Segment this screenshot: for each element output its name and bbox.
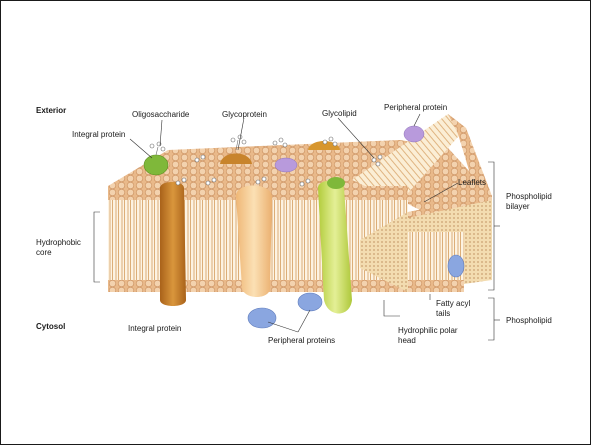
peripheral-protein-blue-2	[298, 293, 322, 311]
peripheral-protein-blue-1	[248, 308, 276, 328]
exterior-label: Exterior	[36, 106, 66, 115]
integral-protein-top-label: Integral protein	[72, 130, 125, 139]
peripheral-protein-top-purple	[275, 158, 297, 172]
hydrophobic-core-label-2: core	[36, 248, 52, 257]
integral-protein-cap	[144, 155, 168, 175]
oligosaccharide-label: Oligosaccharide	[132, 110, 189, 119]
phospholipid-label: Phospholipid	[506, 316, 552, 325]
glycoprotein-label: Glycoprotein	[222, 110, 267, 119]
peripheral-protein-label: Peripheral protein	[384, 103, 447, 112]
phospholipid-bilayer-label-2: bilayer	[506, 202, 530, 211]
leaflets-label: Leaflets	[458, 178, 486, 187]
hydrophilic-polar-head-label-2: head	[398, 336, 416, 345]
peripheral-proteins-label: Peripheral proteins	[268, 336, 335, 345]
glycolipid-label: Glycolipid	[322, 109, 357, 118]
fatty-acyl-tails-label-2: tails	[436, 309, 450, 318]
lime-protein-cap	[327, 177, 345, 189]
hydrophobic-core-label-1: Hydrophobic	[36, 238, 81, 247]
cytosol-label: Cytosol	[36, 322, 65, 331]
peripheral-protein-purple	[404, 126, 424, 142]
fatty-acyl-tails-label-1: Fatty acyl	[436, 299, 470, 308]
integral-protein-bottom-label: Integral protein	[128, 324, 181, 333]
integral-protein-shape	[160, 182, 186, 306]
peripheral-protein-blue-3	[448, 255, 464, 277]
lower-leaflet-heads	[408, 280, 464, 292]
hydrophilic-polar-head-label-1: Hydrophilic polar	[398, 326, 458, 335]
phospholipid-bilayer-label-1: Phospholipid	[506, 192, 552, 201]
